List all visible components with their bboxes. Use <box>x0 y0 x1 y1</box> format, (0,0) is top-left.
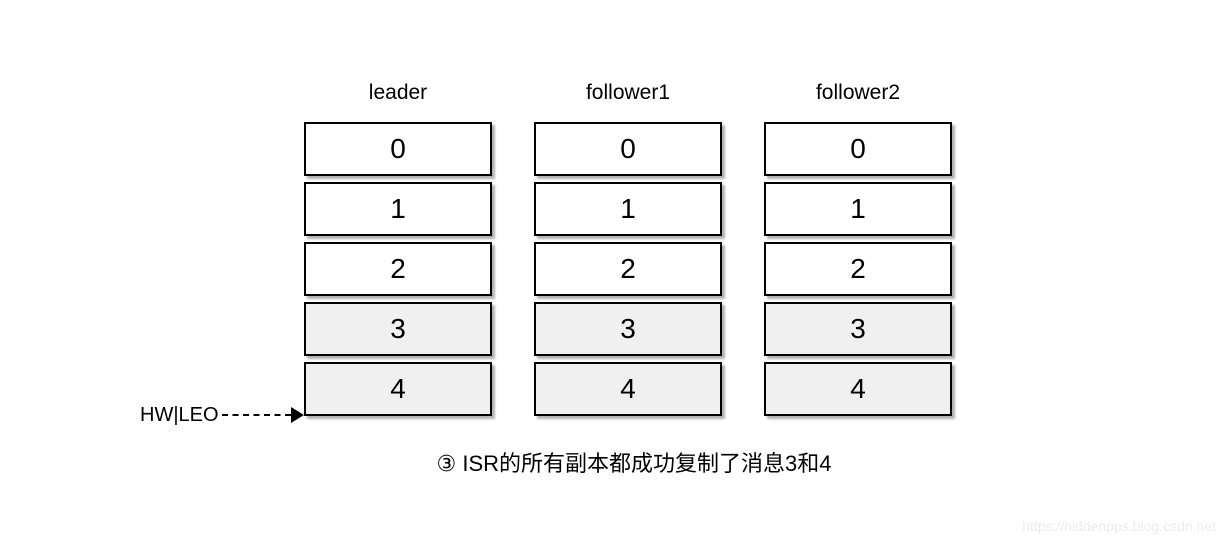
replica-column-leader: leader 0 1 2 3 4 <box>304 78 492 422</box>
column-title-follower2: follower2 <box>815 81 901 104</box>
log-cell-follower1-0: 0 <box>534 122 722 176</box>
log-cell-follower1-3: 3 <box>534 302 722 356</box>
log-cell-follower2-3: 3 <box>764 302 952 356</box>
column-title-leader: leader <box>368 81 428 104</box>
log-cell-follower2-0: 0 <box>764 122 952 176</box>
column-title-follower1: follower1 <box>585 81 671 104</box>
dashed-line <box>221 414 291 416</box>
log-cell-follower1-1: 1 <box>534 182 722 236</box>
replica-column-follower1: follower1 0 1 2 3 4 <box>534 78 722 422</box>
log-cell-leader-2: 2 <box>304 242 492 296</box>
hw-leo-label: HW|LEO <box>140 404 219 426</box>
log-cell-leader-0: 0 <box>304 122 492 176</box>
log-cell-follower2-1: 1 <box>764 182 952 236</box>
log-cell-follower2-4: 4 <box>764 362 952 416</box>
log-cell-leader-4: 4 <box>304 362 492 416</box>
log-cell-follower1-4: 4 <box>534 362 722 416</box>
log-cell-leader-3: 3 <box>304 302 492 356</box>
log-cell-follower1-2: 2 <box>534 242 722 296</box>
log-cell-leader-1: 1 <box>304 182 492 236</box>
watermark-url: https://hiddenpps.blog.csdn.net <box>1022 518 1216 534</box>
hw-leo-pointer: HW|LEO <box>140 402 304 428</box>
log-cell-follower2-2: 2 <box>764 242 952 296</box>
arrowhead-icon <box>291 407 304 423</box>
replica-column-follower2: follower2 0 1 2 3 4 <box>764 78 952 422</box>
diagram-caption: ③ ISR的所有副本都成功复制了消息3和4 <box>436 451 832 476</box>
